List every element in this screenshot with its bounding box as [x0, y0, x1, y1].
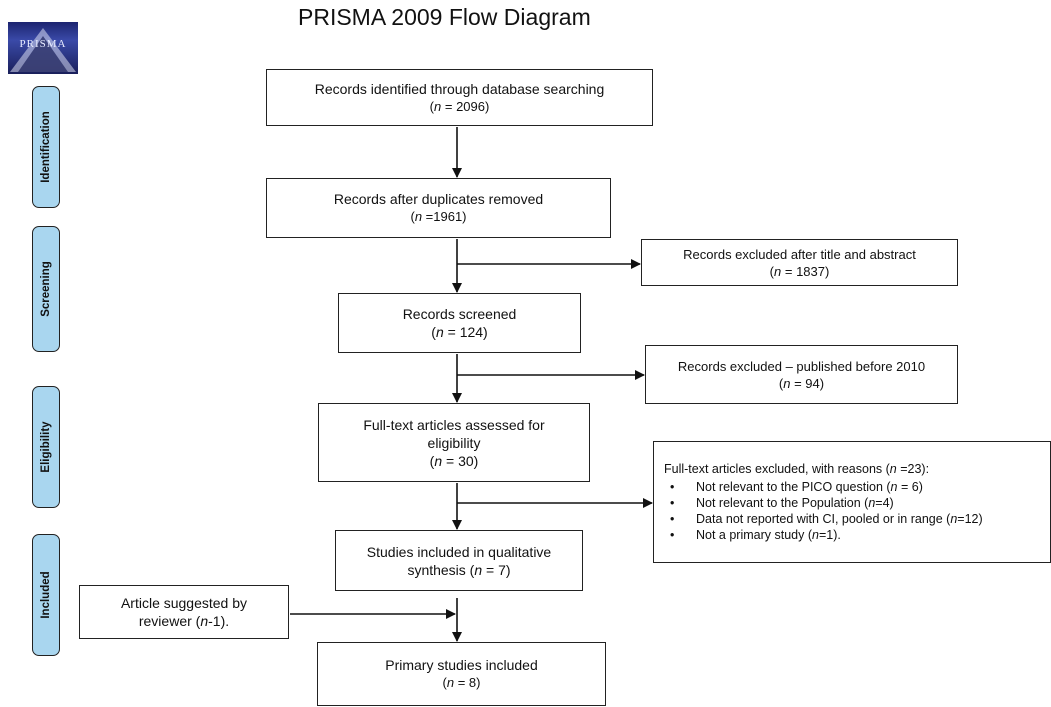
excluded-before-2010-text: Records excluded – published before 2010: [677, 358, 926, 374]
exclusion-reason-n: n: [950, 512, 958, 526]
fulltext-excluded-heading-post: =23):: [896, 462, 930, 476]
excluded-title-abstract-count: (n = 1837): [769, 263, 830, 279]
box-primary-studies: Primary studies included (n = 8): [317, 642, 606, 706]
duplicates-removed-n: n: [414, 209, 423, 224]
page-title: PRISMA 2009 Flow Diagram: [298, 4, 591, 30]
article-suggested-pre: reviewer (: [138, 613, 201, 629]
exclusion-reason-pre: Not relevant to the Population (: [696, 496, 869, 510]
records-screened-count: (n = 124): [431, 324, 488, 340]
phase-identification: Identification: [32, 86, 60, 208]
prisma-logo: PRISMA: [8, 22, 78, 74]
exclusion-reason-pre: Not relevant to the PICO question (: [696, 480, 891, 494]
qualitative-synthesis-value: = 7): [482, 561, 511, 578]
prisma-logo-graphic: [10, 28, 76, 72]
box-records-screened: Records screened (n = 124): [338, 293, 581, 353]
excluded-title-abstract-value: = 1837): [781, 263, 830, 279]
fulltext-assessed-line2: eligibility: [427, 434, 481, 451]
article-suggested-value: -1).: [208, 613, 230, 629]
primary-studies-n: n: [446, 675, 455, 690]
fulltext-assessed-count: (n = 30): [429, 452, 479, 469]
excluded-before-2010-count: (n = 94): [778, 375, 825, 391]
exclusion-reason: Data not reported with CI, pooled or in …: [664, 511, 983, 527]
exclusion-reasons-list: Not relevant to the PICO question (n = 6…: [664, 479, 983, 543]
prisma-logo-text: PRISMA: [19, 38, 67, 50]
article-suggested-line1: Article suggested by: [120, 595, 248, 611]
primary-studies-count: (n = 8): [442, 675, 481, 690]
phase-included: Included: [32, 534, 60, 656]
qualitative-synthesis-line1: Studies included in qualitative: [366, 543, 552, 560]
exclusion-reason-post: =1).: [818, 528, 841, 542]
fulltext-excluded-heading-n: n: [889, 462, 897, 476]
fulltext-excluded-heading-pre: Full-text articles excluded, with reason…: [664, 462, 890, 476]
fulltext-assessed-line1: Full-text articles assessed for: [363, 416, 545, 433]
exclusion-reason-post: =12): [957, 512, 983, 526]
duplicates-removed-text: Records after duplicates removed: [333, 191, 544, 207]
excluded-before-2010-n: n: [783, 375, 791, 391]
qualitative-synthesis-n: n: [474, 561, 483, 578]
box-fulltext-assessed: Full-text articles assessed for eligibil…: [318, 403, 590, 482]
exclusion-reason-pre: Not a primary study (: [696, 528, 813, 542]
phase-screening: Screening: [32, 226, 60, 352]
records-screened-n: n: [435, 324, 444, 340]
box-duplicates-removed: Records after duplicates removed (n =196…: [266, 178, 611, 238]
qualitative-synthesis-pre: synthesis (: [407, 561, 475, 578]
primary-studies-value: = 8): [454, 675, 481, 690]
excluded-title-abstract-text: Records excluded after title and abstrac…: [683, 246, 916, 262]
qualitative-synthesis-line2: synthesis (n = 7): [407, 561, 510, 579]
box-excluded-before-2010: Records excluded – published before 2010…: [645, 345, 958, 404]
records-identified-value: = 2096): [441, 98, 490, 114]
box-qualitative-synthesis: Studies included in qualitative synthesi…: [335, 530, 583, 591]
article-suggested-line2: reviewer (n-1).: [139, 612, 229, 630]
box-article-suggested: Article suggested by reviewer (n-1).: [79, 585, 289, 639]
primary-studies-text: Primary studies included: [385, 657, 538, 673]
exclusion-reason-n: n: [812, 528, 819, 542]
exclusion-reason-n: n: [868, 496, 876, 510]
records-screened-value: = 124): [443, 324, 488, 340]
fulltext-assessed-n: n: [434, 452, 443, 469]
phase-eligibility: Eligibility: [32, 386, 60, 508]
exclusion-reason: Not relevant to the Population (n=4): [664, 495, 983, 511]
excluded-before-2010-value: = 94): [790, 375, 825, 391]
records-identified-count: (n = 2096): [429, 98, 490, 114]
fulltext-assessed-value: = 30): [442, 452, 479, 469]
box-excluded-title-abstract: Records excluded after title and abstrac…: [641, 239, 958, 286]
exclusion-reason: Not a primary study (n=1).: [664, 527, 983, 543]
box-records-identified: Records identified through database sear…: [266, 69, 653, 126]
records-screened-text: Records screened: [402, 306, 517, 322]
exclusion-reason: Not relevant to the PICO question (n = 6…: [664, 479, 983, 495]
fulltext-excluded-heading: Full-text articles excluded, with reason…: [664, 461, 929, 477]
exclusion-reason-post: =4): [875, 496, 894, 510]
records-identified-text: Records identified through database sear…: [314, 80, 605, 97]
duplicates-removed-value: =1961): [422, 209, 467, 224]
exclusion-reason-n: n: [890, 480, 898, 494]
article-suggested-n: n: [200, 613, 209, 629]
excluded-title-abstract-n: n: [774, 263, 782, 279]
exclusion-reason-post: = 6): [897, 480, 923, 494]
records-identified-n: n: [434, 98, 442, 114]
exclusion-reason-pre: Data not reported with CI, pooled or in …: [696, 512, 951, 526]
box-fulltext-excluded: Full-text articles excluded, with reason…: [653, 441, 1051, 563]
duplicates-removed-count: (n =1961): [410, 209, 467, 224]
